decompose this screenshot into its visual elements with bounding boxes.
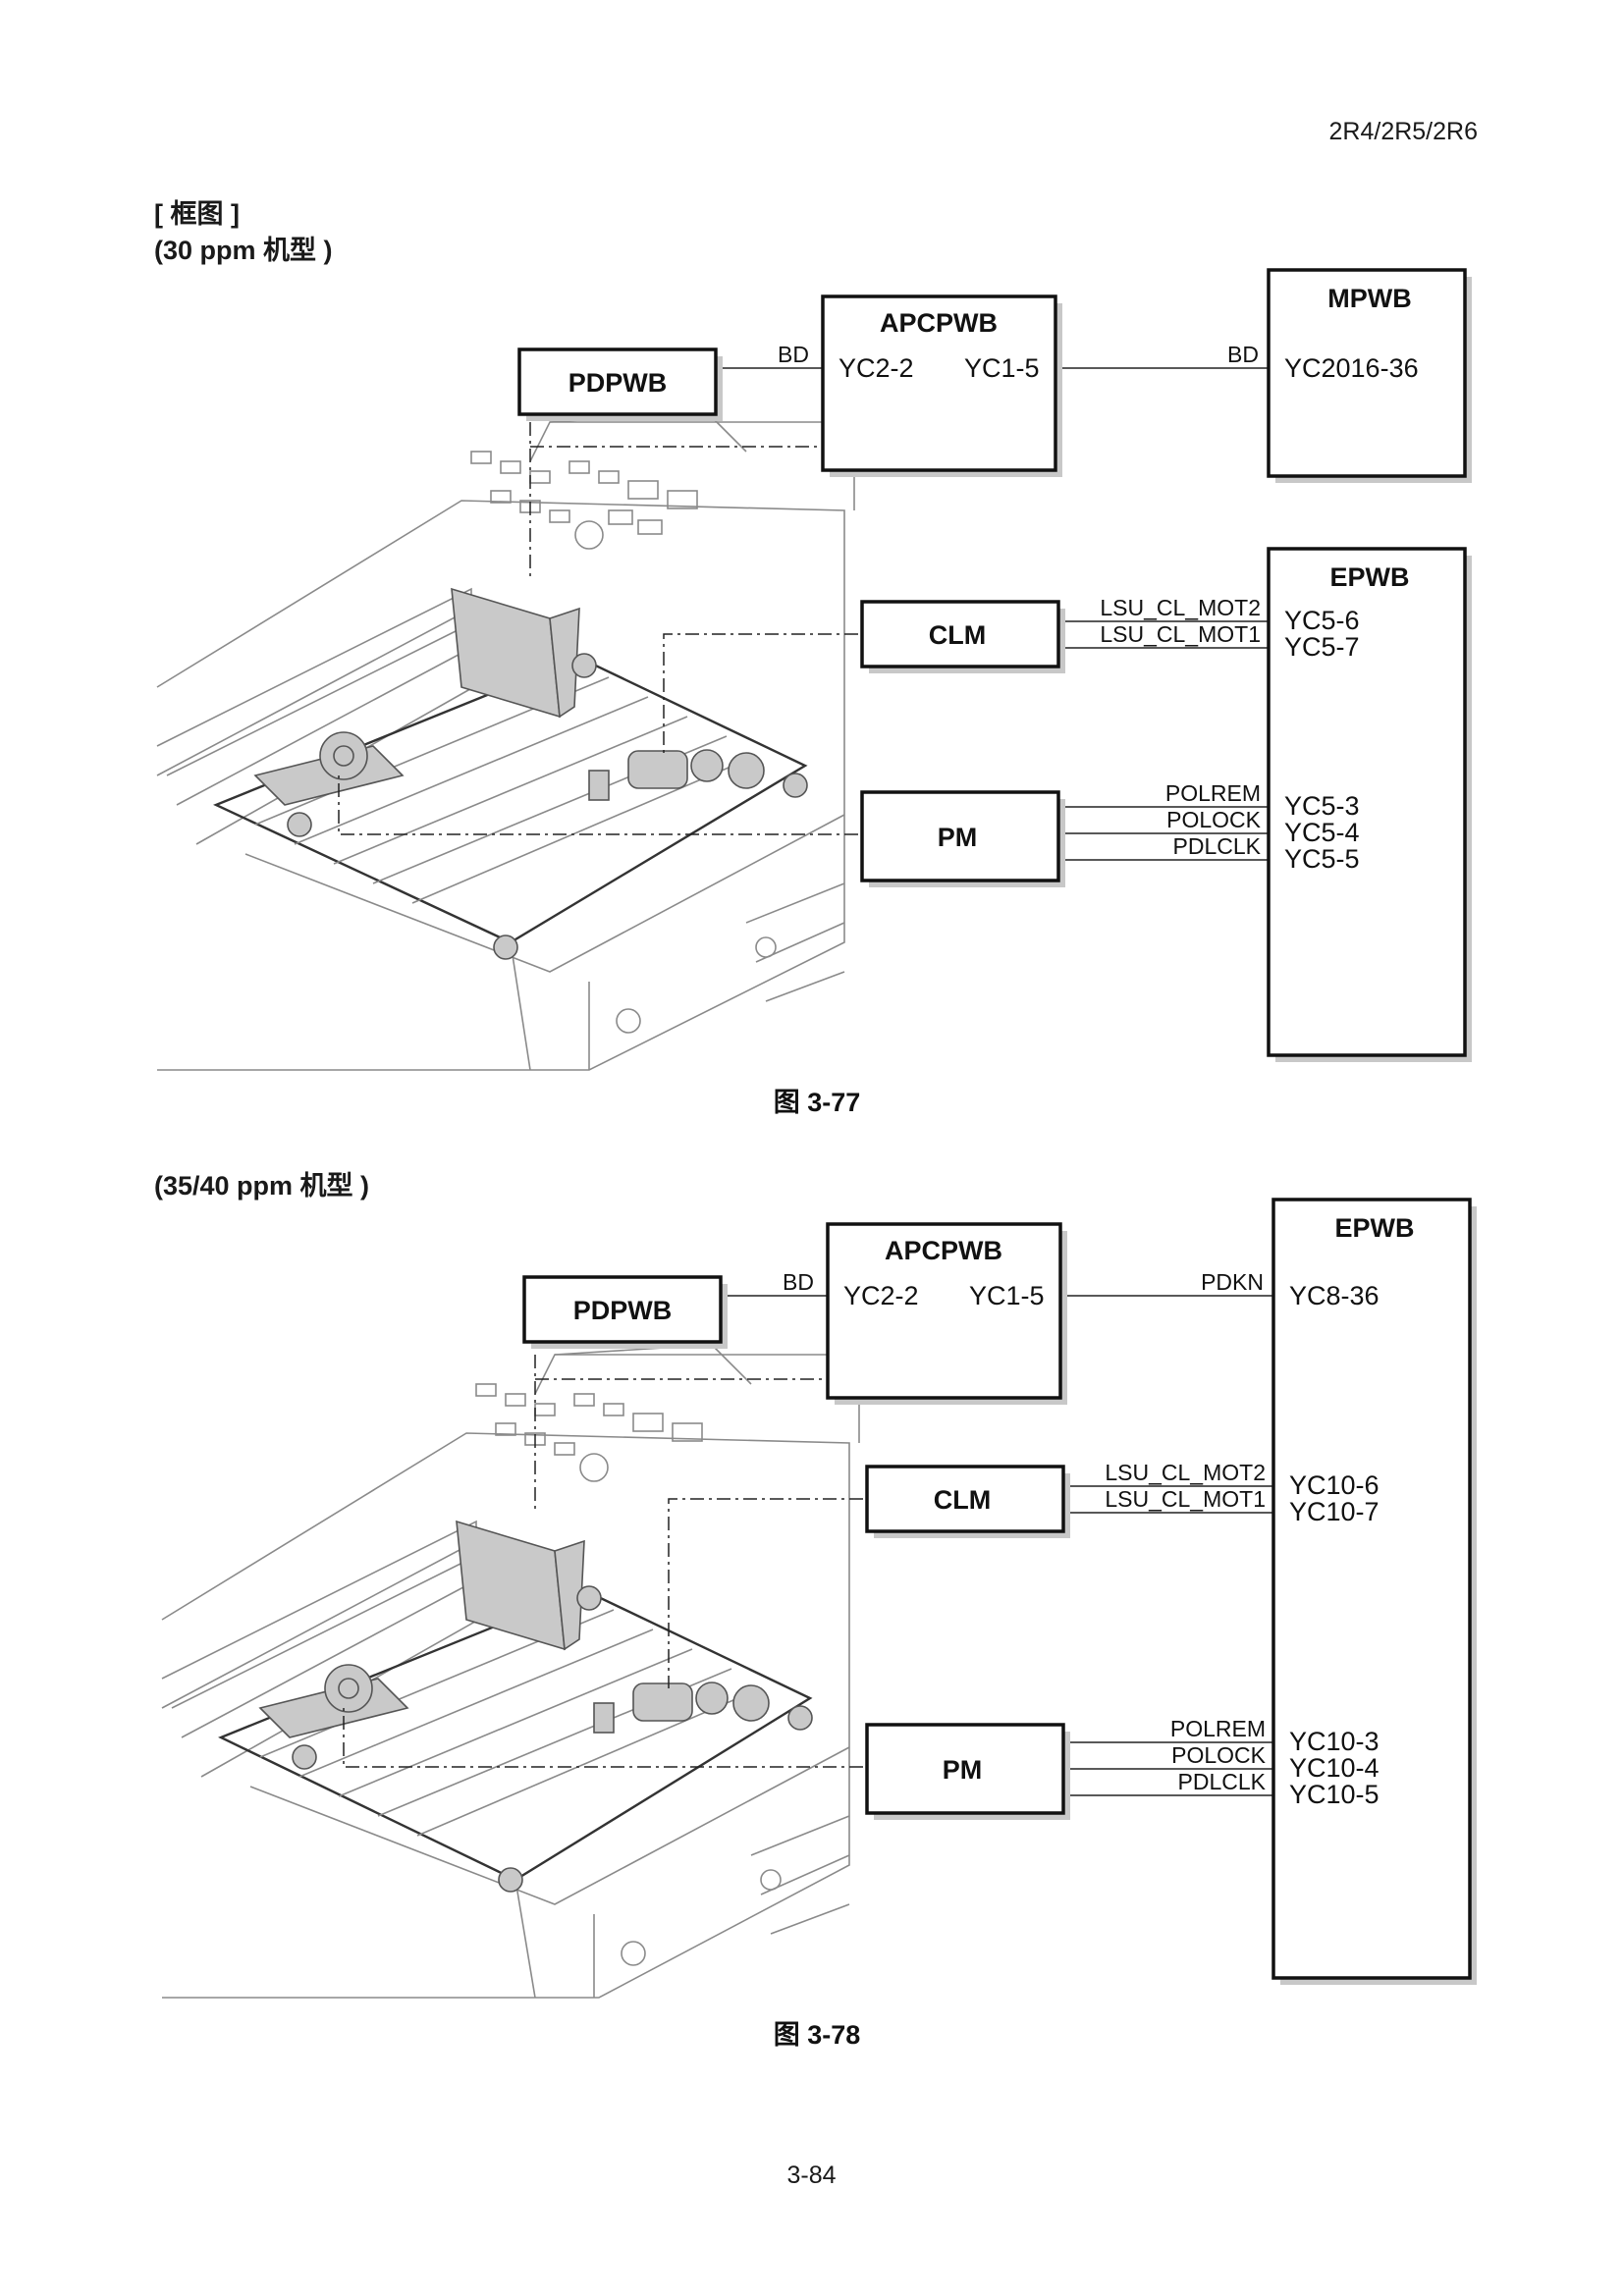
connector-yc10-3: YC10-3 — [1289, 1727, 1380, 1756]
connector-yc5-7: YC5-7 — [1284, 632, 1360, 662]
epwb-label: EPWB — [1330, 562, 1410, 592]
connector-yc10-6: YC10-6 — [1289, 1470, 1380, 1500]
connector-yc10-5: YC10-5 — [1289, 1780, 1380, 1809]
apc-left-connector-2: YC2-2 — [843, 1281, 919, 1310]
pm-label-2: PM — [943, 1755, 983, 1785]
apcpwb-label: APCPWB — [880, 308, 998, 338]
signal-pdkn: PDKN — [1201, 1269, 1264, 1295]
apc-left-connector: YC2-2 — [839, 353, 914, 383]
pdpwb-label-2: PDPWB — [573, 1296, 673, 1325]
signal-polrem: POLREM — [1165, 780, 1261, 806]
signal-bd-right: BD — [1227, 342, 1259, 367]
apc-right-connector-2: YC1-5 — [969, 1281, 1045, 1310]
figure-caption-3-78: 图 3-78 — [774, 2020, 861, 2050]
signal-lsu-cl-mot1: LSU_CL_MOT1 — [1100, 621, 1261, 647]
laser-scanner-illustration-2 — [161, 1344, 860, 1999]
clm-leader — [663, 633, 858, 756]
pm-leader-2 — [343, 1708, 863, 1768]
signal-polock-2: POLOCK — [1171, 1742, 1267, 1768]
signal-polrem-2: POLREM — [1170, 1716, 1266, 1741]
block-diagram-30ppm: PDPWB APCPWB YC2-2 YC1-5 MPWB YC2016-36 … — [156, 268, 1472, 1117]
signal-lsu-cl-mot1-2: LSU_CL_MOT1 — [1105, 1486, 1266, 1512]
epwb-label-2: EPWB — [1335, 1213, 1415, 1243]
pm-box-2 — [865, 1723, 1065, 1815]
epwb-box — [1267, 547, 1467, 1057]
pm-box — [860, 790, 1060, 882]
pdpwb-leader — [529, 422, 821, 579]
epwb-box-2 — [1271, 1198, 1472, 1980]
connector-yc5-5: YC5-5 — [1284, 844, 1360, 874]
apcpwb-label-2: APCPWB — [885, 1236, 1002, 1265]
clm-leader-2 — [668, 1498, 863, 1688]
signal-polock: POLOCK — [1166, 807, 1262, 832]
pdpwb-box-2 — [522, 1275, 723, 1344]
signal-pdlclk-2: PDLCLK — [1178, 1769, 1267, 1794]
mpwb-box — [1267, 268, 1467, 478]
clm-label: CLM — [929, 620, 986, 650]
signal-bd-left-2: BD — [783, 1269, 814, 1295]
model-code: 2R4/2R5/2R6 — [1328, 118, 1478, 145]
section-title: [ 框图 ] — [154, 199, 240, 229]
block-diagram-35-40ppm: PDPWB APCPWB YC2-2 YC1-5 EPWB YC8-36 CLM… — [161, 1198, 1477, 2050]
mpwb-connector: YC2016-36 — [1284, 353, 1419, 383]
mpwb-label: MPWB — [1327, 284, 1411, 313]
pm-label: PM — [938, 823, 978, 852]
clm-label-2: CLM — [934, 1485, 991, 1515]
figure-caption-3-77: 图 3-77 — [774, 1088, 861, 1117]
clm-box — [860, 600, 1060, 668]
variant-label-35-40ppm: (35/40 ppm 机型 ) — [154, 1171, 370, 1201]
connector-yc5-3: YC5-3 — [1284, 791, 1360, 821]
connector-yc5-6: YC5-6 — [1284, 606, 1360, 635]
connector-yc8-36: YC8-36 — [1289, 1281, 1380, 1310]
connector-yc10-4: YC10-4 — [1289, 1753, 1380, 1783]
apcpwb-box — [821, 294, 1057, 472]
signal-lsu-cl-mot2: LSU_CL_MOT2 — [1100, 595, 1261, 620]
connector-yc5-4: YC5-4 — [1284, 818, 1360, 847]
pdpwb-label: PDPWB — [568, 368, 668, 398]
page-number: 3-84 — [786, 2162, 837, 2189]
variant-label-30ppm: (30 ppm 机型 ) — [154, 236, 333, 265]
pdpwb-leader-2 — [534, 1355, 826, 1512]
pm-leader — [338, 775, 858, 835]
clm-box-2 — [865, 1465, 1065, 1533]
apcpwb-box-2 — [826, 1222, 1062, 1400]
signal-lsu-cl-mot2-2: LSU_CL_MOT2 — [1105, 1460, 1266, 1485]
signal-pdlclk: PDLCLK — [1173, 833, 1262, 859]
signal-bd-left: BD — [778, 342, 809, 367]
connector-yc10-7: YC10-7 — [1289, 1497, 1380, 1526]
laser-scanner-illustration — [156, 411, 855, 1071]
pdpwb-box — [517, 347, 718, 416]
apc-right-connector: YC1-5 — [964, 353, 1040, 383]
